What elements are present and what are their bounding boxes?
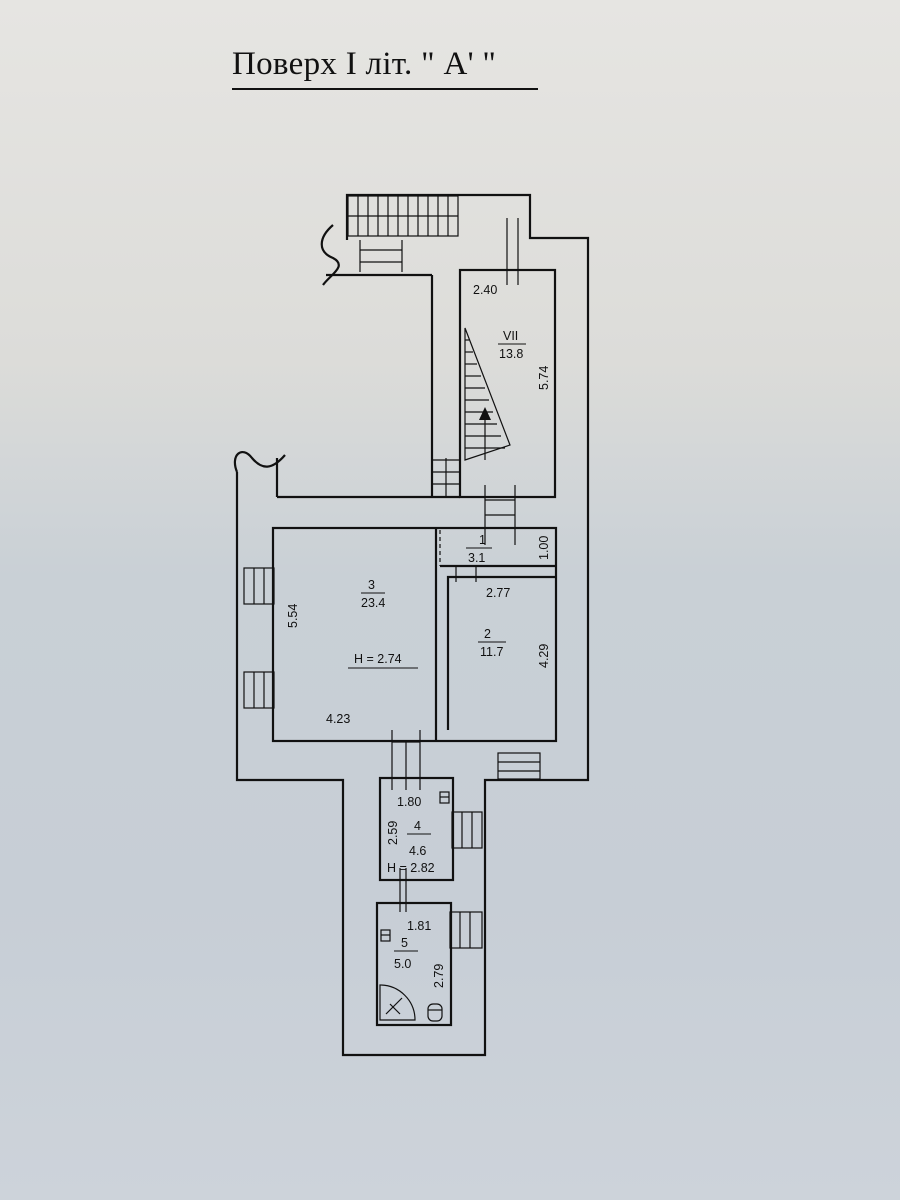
room-VII-lower-stair [432, 458, 460, 497]
room-VII-door [506, 218, 519, 285]
room-5-toilet-icon [427, 1003, 443, 1022]
room-4-window [451, 811, 483, 849]
title-underline [232, 88, 538, 90]
room-2-number: 2 [484, 627, 491, 641]
room-5-dim-width: 1.81 [407, 919, 431, 933]
room-4-number: 4 [414, 819, 421, 833]
room-3-window-upper [243, 567, 275, 605]
exterior-step-bottom-right [497, 752, 541, 780]
room-3-window-lower [243, 671, 275, 709]
room-5-walls [375, 901, 453, 1027]
outer-wall-left-break [233, 451, 286, 473]
room-VII-stair-arrow [479, 407, 491, 460]
outer-wall-top-break [320, 224, 340, 286]
room-2-dim-width: 2.77 [486, 586, 510, 600]
room-3-number: 3 [368, 578, 375, 592]
room-5-dim-height: 2.79 [432, 964, 446, 988]
door-4-to-5 [399, 868, 407, 912]
room-4-ceiling-height: H = 2.82 [387, 861, 435, 875]
room-5-number: 5 [401, 936, 408, 950]
room-VII-area: 13.8 [499, 347, 523, 361]
room-5-window [449, 911, 483, 949]
room-3-area: 23.4 [361, 596, 385, 610]
room-3-dim-width: 4.23 [326, 712, 350, 726]
room-1-number: 1 [479, 533, 486, 547]
room-5-shower-icon [379, 984, 416, 1021]
room-VII-inner-stair [464, 327, 511, 461]
outer-wall-outline [235, 193, 590, 1057]
room-VII-dim-width: 2.40 [473, 283, 497, 297]
room-2-area: 11.7 [480, 645, 503, 659]
outer-staircase [347, 195, 459, 272]
room-3-dim-height: 5.54 [286, 604, 300, 628]
room-VII-number: VII [503, 329, 518, 343]
room-4-dim-width: 1.80 [397, 795, 421, 809]
door-3-to-4 [391, 730, 421, 790]
room-1-area: 3.1 [468, 551, 485, 565]
room-5-area: 5.0 [394, 957, 411, 971]
room-1-dim-height: 1.00 [537, 536, 551, 560]
room-4-walls [378, 776, 455, 882]
room-2-dim-height: 4.29 [537, 644, 551, 668]
main-block-walls [271, 526, 558, 743]
room-VII-dim-height: 5.74 [537, 366, 551, 390]
room-4-area: 4.6 [409, 844, 426, 858]
room-4-dim-height: 2.59 [386, 821, 400, 845]
door-VII-to-1 [484, 485, 516, 545]
room-VII-stair-treads [465, 339, 505, 449]
room-3-ceiling-height: H = 2.74 [354, 652, 402, 666]
plan-title: Поверх І літ. " А' " [232, 46, 497, 82]
door-1-to-2 [455, 566, 477, 582]
room-2-inner-wall [446, 575, 556, 730]
